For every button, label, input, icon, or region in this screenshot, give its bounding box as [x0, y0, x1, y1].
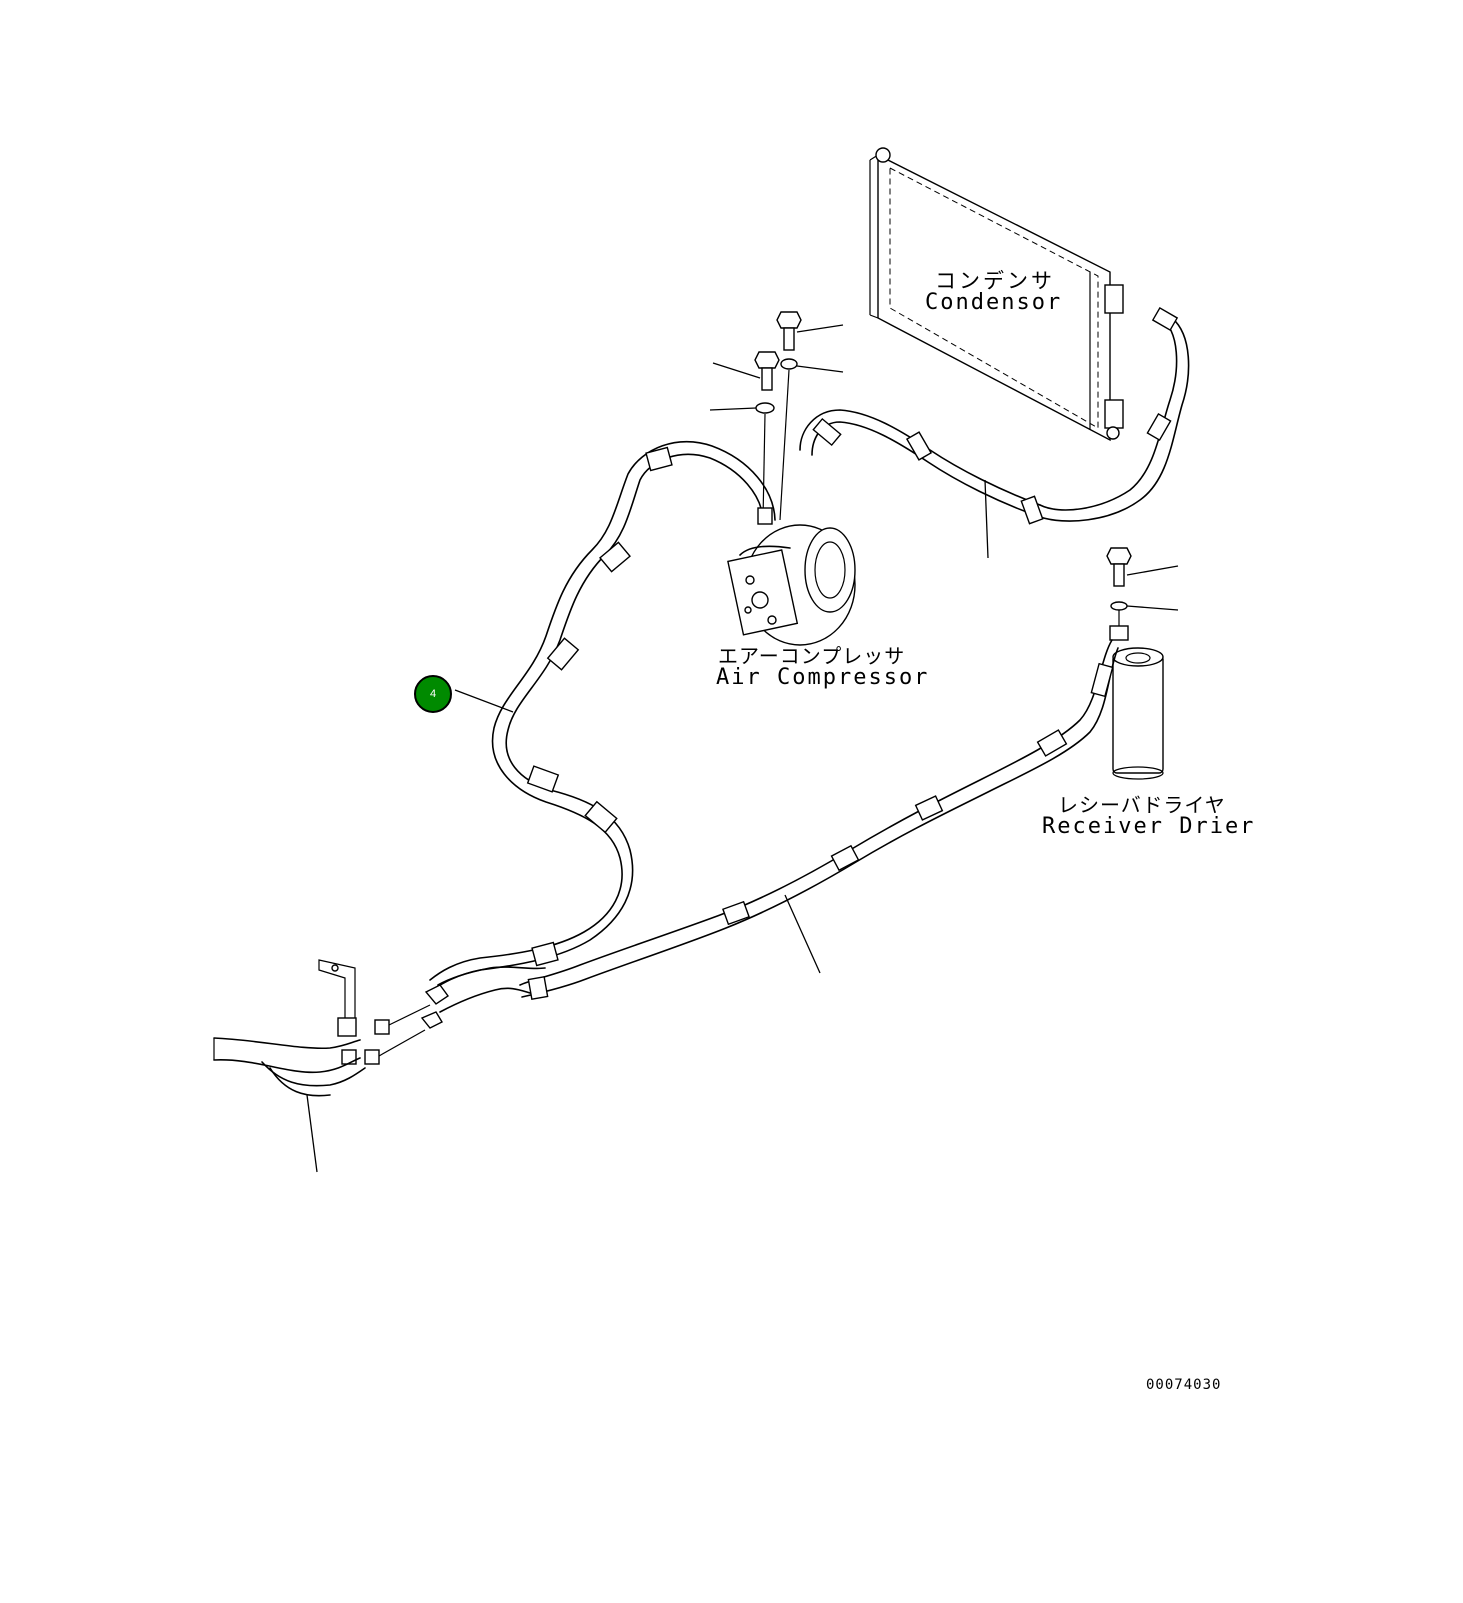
- condenser-label-en: Condensor: [925, 290, 1063, 315]
- receiver-drier-label-jp: レシーバドライヤ: [1058, 793, 1226, 817]
- drawing-code: 00074030: [1146, 1377, 1222, 1393]
- air-compressor: [727, 524, 856, 646]
- bolt-lower: [712, 351, 780, 391]
- condenser-label-jp: コンデンサ: [935, 269, 1055, 293]
- receiver-drier: [1112, 647, 1164, 780]
- receiver-drier-label-en: Receiver Drier: [1042, 814, 1256, 839]
- callout-4[interactable]: 4: [414, 675, 452, 713]
- compressor-label-en: Air Compressor: [716, 665, 930, 690]
- condenser: [869, 147, 1124, 442]
- bolt-upper: [776, 311, 844, 351]
- callout-4-number: 4: [429, 688, 437, 700]
- compressor-label-jp: エアーコンプレッサ: [718, 644, 906, 668]
